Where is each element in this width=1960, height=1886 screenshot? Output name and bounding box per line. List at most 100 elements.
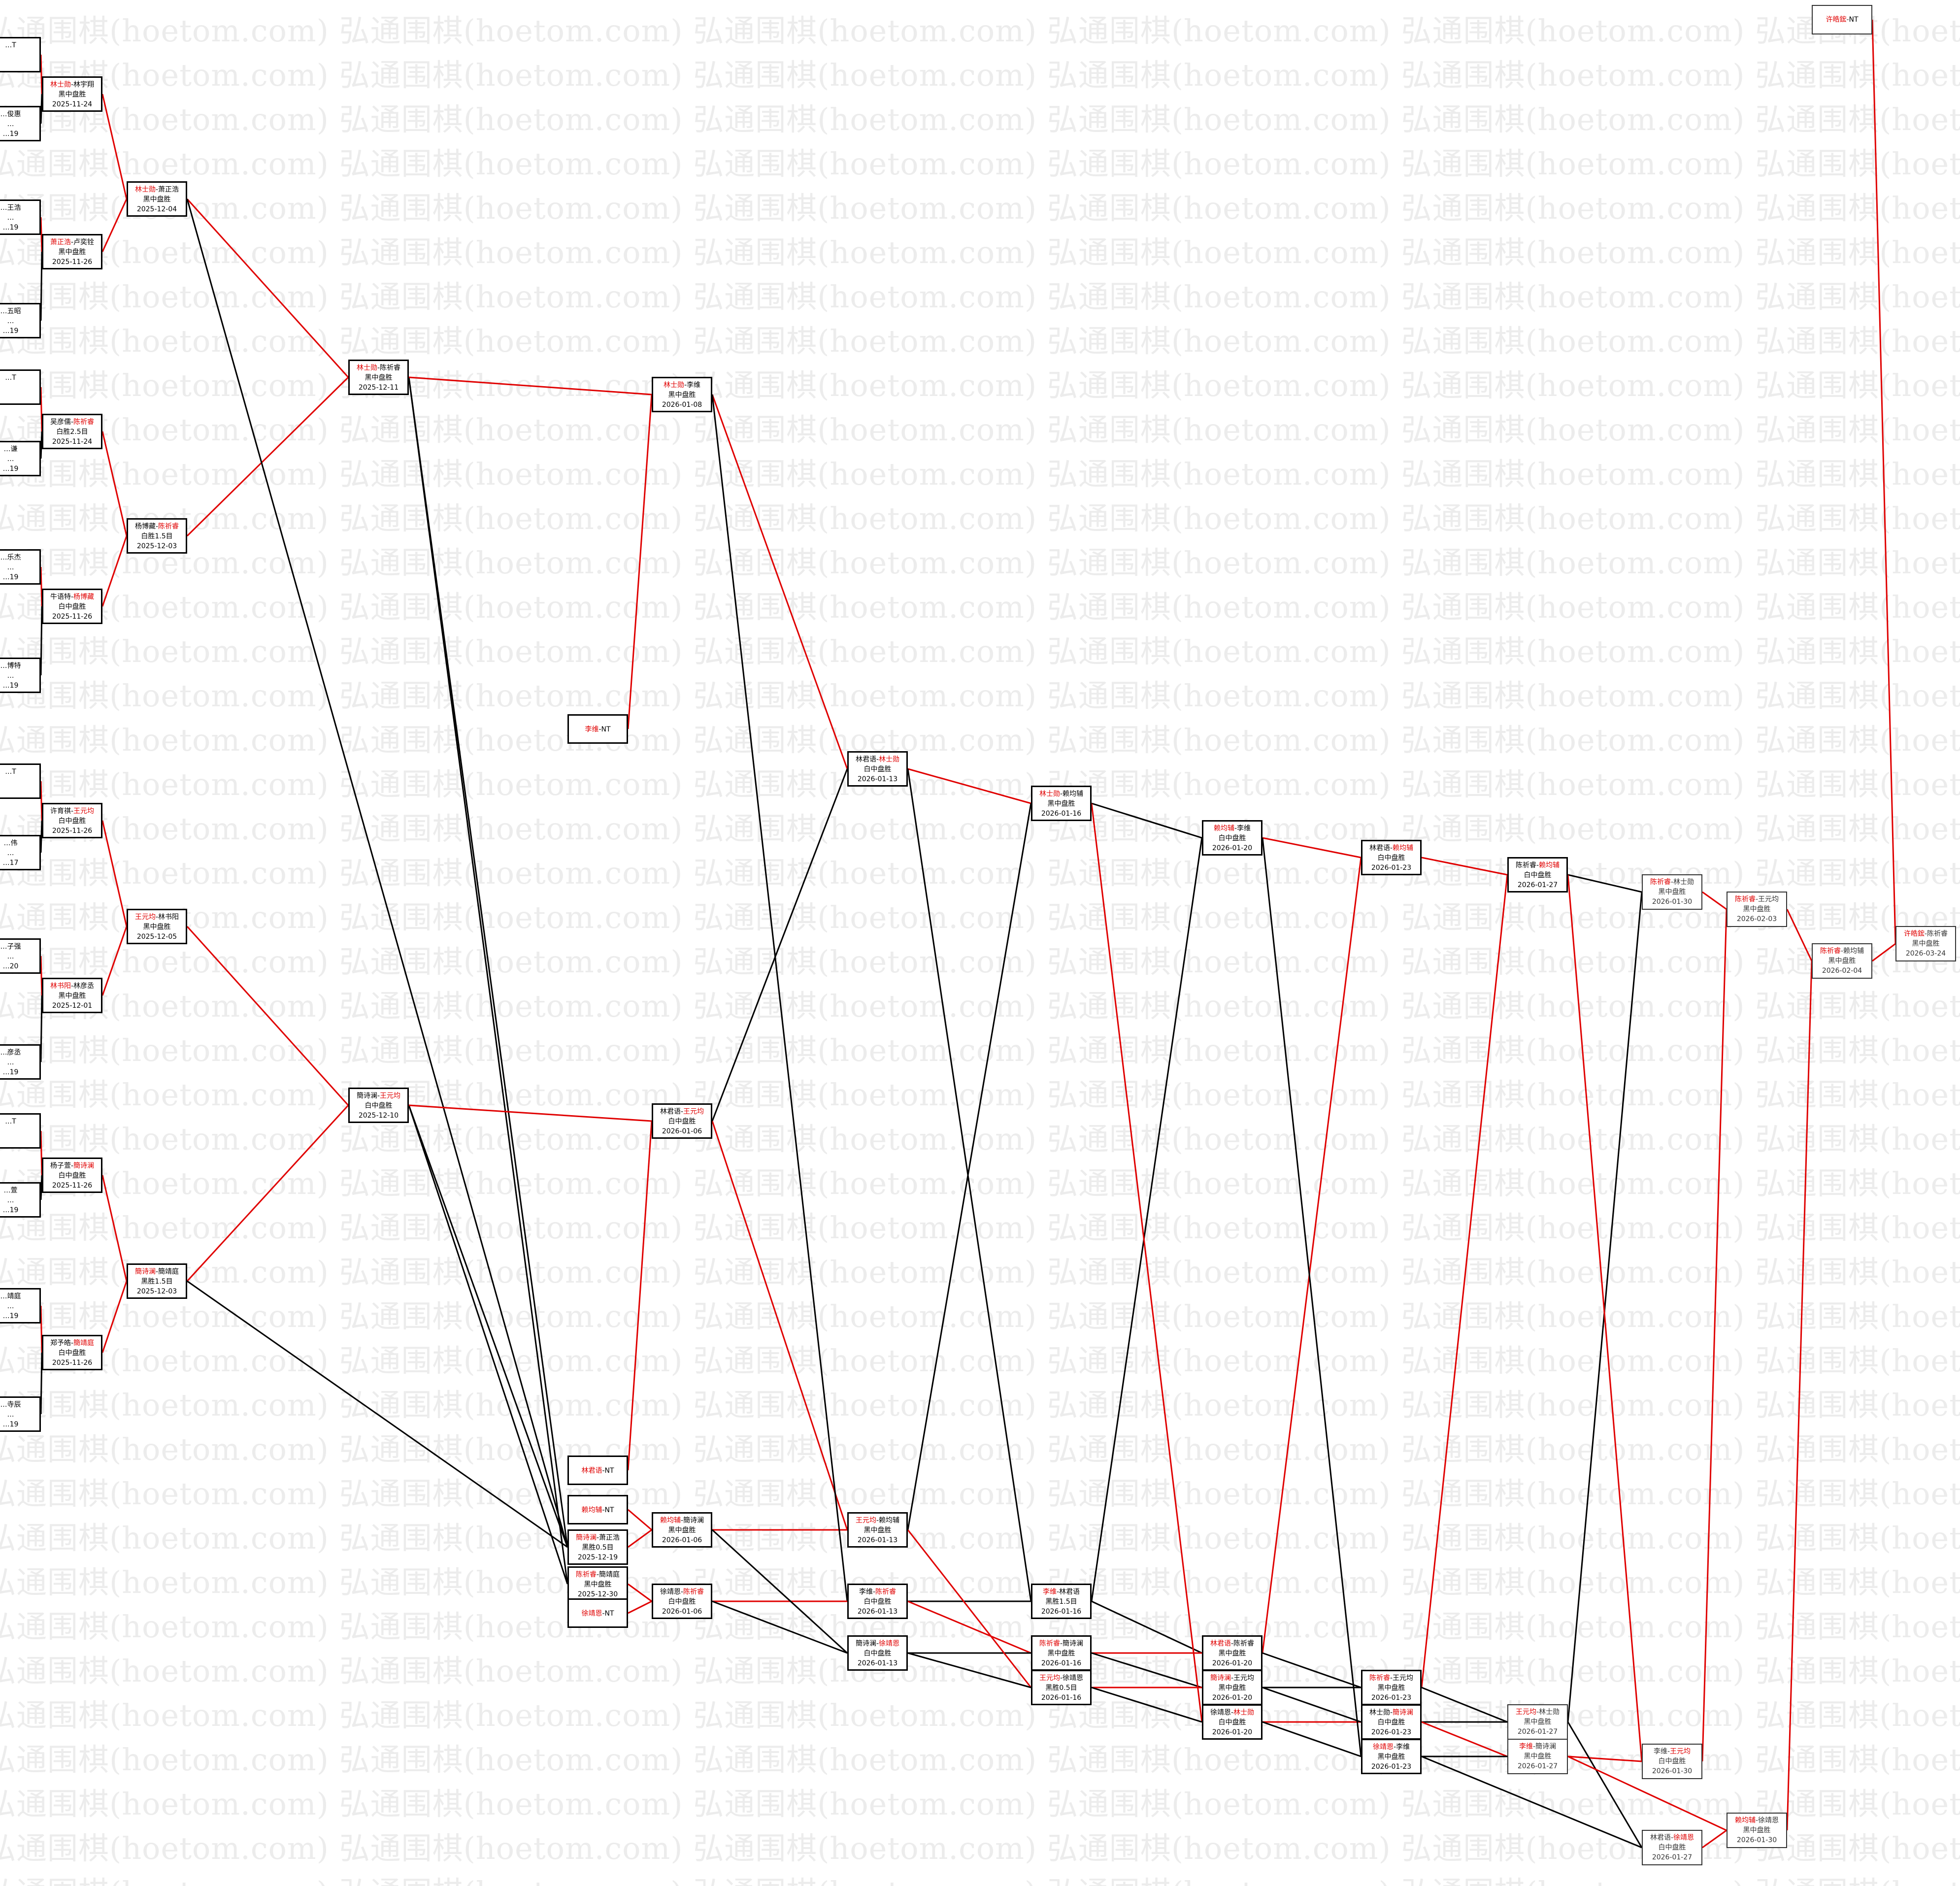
match-date: 2025-11-24 <box>52 100 93 108</box>
match-node-e10[interactable]: …伟……17 <box>0 835 41 870</box>
match-node-l2[interactable]: 林君语-NT <box>567 1456 628 1485</box>
match-node-e1[interactable]: …T <box>0 37 41 72</box>
player-black: 许皓鋐 <box>1903 930 1925 938</box>
player-black: 萧正浩 <box>50 238 71 246</box>
match-result: 黑中盘胜 <box>1658 888 1686 896</box>
match-node-e9[interactable]: …T <box>0 763 41 799</box>
match-node-e15[interactable]: …靖庭……19 <box>0 1288 41 1324</box>
bracket-link-j2-k3 <box>1567 1721 1643 1848</box>
bracket-link-d2-f1 <box>711 768 848 1122</box>
match-result: 白胜2.5目 <box>56 428 88 436</box>
player-separator: - <box>155 1268 159 1276</box>
match-players: 郑予皓-簡靖庭 <box>43 1338 101 1348</box>
match-node-e7[interactable]: …乐杰……19 <box>0 549 41 585</box>
player-black: …T <box>5 1118 16 1125</box>
player-separator: - <box>1230 1709 1234 1717</box>
player-separator: - <box>876 1517 879 1524</box>
bracket-link-e3-a2 <box>40 217 43 252</box>
match-node-e2[interactable]: …俊惠……19 <box>0 106 41 141</box>
player-white: 簡靖庭 <box>599 1571 620 1579</box>
match-node-e8[interactable]: …博特……19 <box>0 658 41 693</box>
match-node-e13[interactable]: …T <box>0 1113 41 1149</box>
bracket-link-f2-g1 <box>907 803 1032 1530</box>
match-players: 杨子萱-簡诗澜 <box>43 1161 101 1171</box>
match-node-q1[interactable]: 许皓鋐-NT <box>1812 5 1872 34</box>
match-node-e14[interactable]: …萱……19 <box>0 1182 41 1218</box>
match-result: 黑中盘胜 <box>1524 1753 1552 1760</box>
match-node-e16[interactable]: …寺辰……19 <box>0 1396 41 1432</box>
match-players: 徐靖恩-林士勋 <box>1203 1708 1261 1718</box>
match-node-e4[interactable]: …五昭……19 <box>0 303 41 338</box>
match-node-e3[interactable]: …王浩……19 <box>0 199 41 235</box>
match-node-l1[interactable]: 李维-NT <box>567 714 628 744</box>
match-node-e11[interactable]: …子强……20 <box>0 938 41 974</box>
match-node-e5[interactable]: …T <box>0 369 41 405</box>
bracket-link-a1-b1 <box>101 94 128 199</box>
player-separator: - <box>1840 947 1844 955</box>
match-node-e6[interactable]: …谦……19 <box>0 441 41 476</box>
match-players: 陈祈睿-簡诗澜 <box>1032 1639 1090 1649</box>
player-black: …T <box>5 768 16 776</box>
bracket-link-l3-d3 <box>628 1509 652 1531</box>
match-node-e12[interactable]: …彦丞……19 <box>0 1044 41 1080</box>
player-separator: - <box>1667 1748 1670 1755</box>
match-node-l6[interactable]: 徐靖恩-NT <box>567 1598 628 1628</box>
player-black: 林君语 <box>581 1467 602 1475</box>
match-result: 黑胜0.5目 <box>1045 1684 1077 1692</box>
match-players: 王元均-林书阳 <box>128 912 186 922</box>
player-white: 簡诗澜 <box>683 1517 704 1524</box>
player-separator: - <box>70 982 74 990</box>
player-black: …五昭 <box>0 307 21 315</box>
match-node-l3[interactable]: 赖均辅-NT <box>567 1495 628 1524</box>
match-result: 白中盘胜 <box>58 1349 86 1357</box>
match-date: 2026-01-20 <box>1212 1728 1253 1736</box>
